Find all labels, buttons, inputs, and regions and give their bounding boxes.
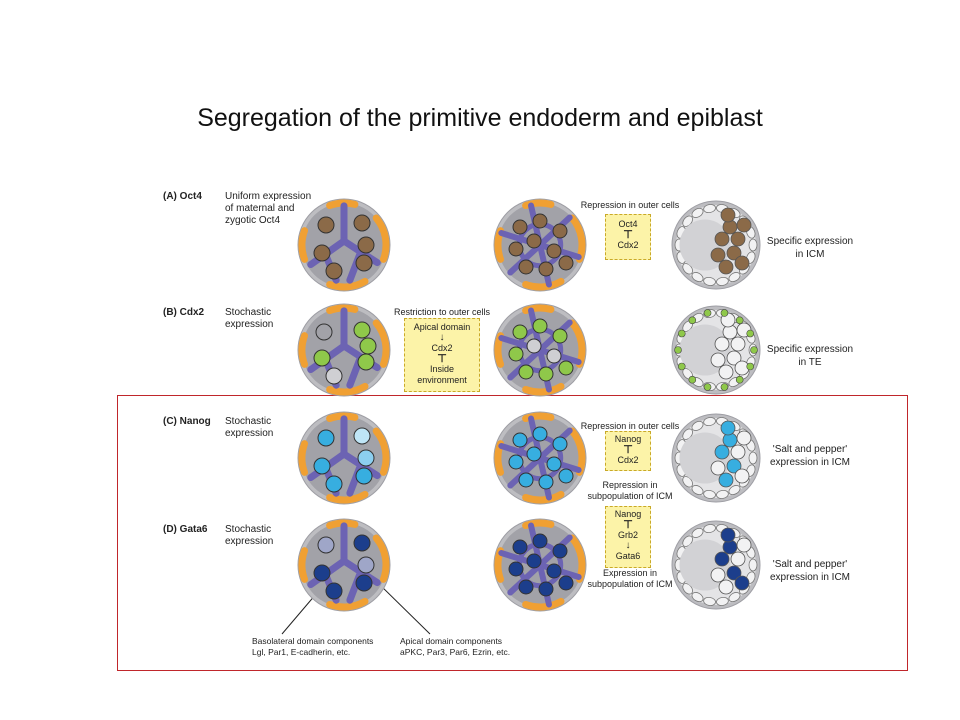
oct4-embryo-early bbox=[297, 198, 391, 292]
row-b-note: Restriction to outer cells bbox=[393, 307, 491, 317]
row-c-regulation-box: Nanog⊤Cdx2 bbox=[605, 431, 651, 471]
row-a-regulation-box: Oct4⊤Cdx2 bbox=[605, 214, 651, 260]
row-c-outcome: 'Salt and pepper'expression in ICM bbox=[769, 444, 851, 468]
row-d-regulation-box: Nanog⊤Grb2↓Gata6 bbox=[605, 506, 651, 568]
row-a-label: (A) Oct4 bbox=[163, 191, 202, 202]
slide-title: Segregation of the primitive endoderm an… bbox=[197, 104, 763, 132]
cdx2-embryo-early bbox=[297, 303, 391, 397]
row-c-note: Repression in outer cells bbox=[580, 421, 680, 431]
nanog-embryo-morula bbox=[493, 411, 587, 505]
gata6-embryo-blastocyst bbox=[671, 520, 761, 610]
gata6-embryo-morula bbox=[493, 518, 587, 612]
cdx2-embryo-blastocyst bbox=[671, 305, 761, 395]
oct4-embryo-morula bbox=[493, 198, 587, 292]
row-c-label: (C) Nanog bbox=[163, 416, 211, 427]
nanog-embryo-early bbox=[297, 411, 391, 505]
gata6-embryo-early bbox=[297, 518, 391, 612]
highlight-frame bbox=[117, 395, 908, 671]
cdx2-embryo-morula bbox=[493, 303, 587, 397]
row-b-label: (B) Cdx2 bbox=[163, 307, 205, 318]
row-d-label: (D) Gata6 bbox=[163, 524, 208, 535]
row-a-note: Repression in outer cells bbox=[580, 200, 680, 210]
oct4-embryo-blastocyst bbox=[671, 200, 761, 290]
row-d-outcome: 'Salt and pepper'expression in ICM bbox=[769, 559, 851, 583]
nanog-embryo-blastocyst bbox=[671, 413, 761, 503]
